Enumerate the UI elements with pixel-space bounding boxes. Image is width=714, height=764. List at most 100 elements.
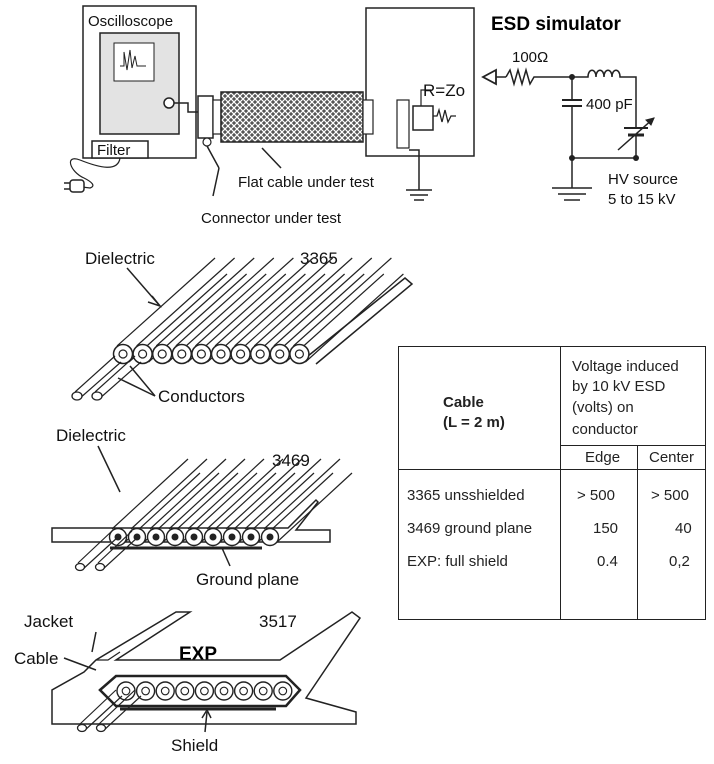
wire-conductor-3365 [118, 349, 128, 359]
wire-line-3365 [175, 257, 275, 347]
flat-cable [220, 91, 364, 143]
wire-line-3469 [244, 458, 322, 530]
wire-conductor-3365 [157, 349, 167, 359]
conductors-label: Conductors [158, 387, 245, 406]
voltage-header-line3: (volts) on [572, 399, 634, 416]
hv-source-icon [617, 117, 655, 151]
table-row-3-cable: EXP: full shield [407, 553, 508, 570]
wire-conductor-3365 [138, 349, 148, 359]
wire-line-3469 [206, 458, 284, 530]
wire-line-3365 [155, 257, 255, 347]
cable-header-line2: (L = 2 m) [443, 414, 505, 431]
table-row-2-edge: 150 [593, 520, 619, 537]
conductor-3365 [74, 355, 116, 393]
ground-plane-label: Ground plane [196, 570, 299, 589]
esd-simulator-title: ESD simulator [491, 14, 621, 35]
cable-header-line1: Cable [443, 394, 484, 411]
wire-conductor-3517 [200, 686, 209, 696]
hv-source-label: HV source [608, 171, 678, 188]
table-divider-2 [637, 445, 638, 619]
table-row-3-edge: 0.4 [597, 553, 618, 570]
cable-number-3517: 3517 [259, 612, 297, 631]
wire-conductor-3517 [160, 686, 170, 696]
test-setup: Oscilloscope Filter R=Zo [64, 5, 678, 227]
conductor-end-3469 [74, 562, 86, 572]
wire-line-3469 [149, 458, 227, 530]
wire-line-3469 [225, 458, 303, 530]
conductor-end-3365 [91, 391, 103, 401]
wire-conductor-3517 [258, 686, 268, 696]
waveform-icon [120, 49, 146, 71]
dielectric-label-3469: Dielectric [56, 426, 126, 445]
cable-3469-drawing: Dielectric 3469 Ground plane [51, 426, 353, 589]
table-row-1-edge: > 500 [577, 487, 615, 504]
inductor-icon [572, 69, 637, 128]
conductor-3469 [81, 536, 119, 571]
wire-line-3469 [130, 458, 208, 530]
wire-conductor-3365 [294, 349, 304, 359]
dielectric-label-3365: Dielectric [85, 249, 155, 268]
center-header: Center [649, 449, 695, 466]
edge-header: Edge [585, 449, 621, 466]
wire-conductor-3365 [196, 349, 206, 359]
conductor-3365 [78, 361, 122, 400]
wire-line-3469 [263, 458, 341, 530]
capacitor-icon [562, 99, 582, 107]
table-row-1-center: > 500 [651, 487, 689, 504]
power-cord [69, 157, 121, 189]
voltage-header-line1: Voltage induced [572, 358, 679, 375]
conductor-3469 [101, 536, 139, 571]
wire-conductor-3469 [209, 533, 217, 541]
wire-line-3365 [116, 257, 216, 347]
wire-conductor-3365 [236, 349, 246, 359]
hv-range-label: 5 to 15 kV [608, 191, 676, 208]
scope-input-jack [163, 97, 175, 109]
wire-conductor-3469 [228, 533, 236, 541]
connector-right [362, 99, 374, 135]
wire-conductor-3469 [266, 533, 274, 541]
table-row-1-cable: 3365 unsshielded [407, 487, 525, 504]
termination-label: R=Zo [423, 81, 465, 100]
resistor-label: 100Ω [512, 49, 548, 66]
conductor-3365 [98, 361, 142, 400]
wire-conductor-3517 [180, 686, 190, 696]
wire-line-3365 [304, 273, 404, 363]
wire-conductor-3469 [171, 533, 179, 541]
wire-conductor-3517 [239, 686, 248, 696]
wire-line-3365 [136, 257, 236, 347]
wire-line-3365 [194, 257, 294, 347]
table-row-2-cable: 3469 ground plane [407, 520, 533, 537]
wire-line-3365 [292, 257, 392, 347]
conductor-3517 [83, 695, 123, 732]
voltage-header-line4: conductor [572, 421, 638, 438]
wire-line-3365 [253, 257, 353, 347]
conductor-end-3517 [76, 723, 88, 733]
termination-resistor [433, 107, 456, 124]
wire-line-3365 [234, 257, 334, 347]
table-divider-1 [560, 347, 561, 619]
wire-line-3469 [275, 472, 353, 544]
wire-conductor-3469 [190, 533, 198, 541]
conductor-end-3365 [71, 391, 83, 401]
ground-symbol-simulator [552, 187, 592, 201]
wire-conductor-3517 [141, 686, 150, 696]
connector-label: Connector under test [201, 210, 342, 227]
wire-conductor-3365 [255, 349, 265, 359]
oscilloscope-label: Oscilloscope [88, 13, 173, 30]
jacket-label: Jacket [24, 612, 73, 631]
capacitor-label: 400 pF [586, 96, 633, 113]
wire-conductor-3365 [216, 349, 226, 359]
table-row-3-center: 0,2 [669, 553, 690, 570]
cable-3365-drawing: Dielectric 3365 Conductors [71, 249, 414, 406]
wire-line-3365 [214, 257, 314, 347]
discharge-tip-icon [481, 68, 497, 86]
cable-3517-drawing: Jacket Cable 3517 EXP Shield [14, 611, 362, 755]
plug-icon [64, 179, 85, 193]
termination-box [365, 7, 475, 157]
cable-number-3365: 3365 [300, 249, 338, 268]
ground-symbol-termination [406, 189, 432, 201]
connector-left [197, 95, 214, 139]
wire-conductor-3517 [219, 686, 229, 696]
esd-results-table: Cable (L = 2 m) Voltage induced by 10 kV… [398, 346, 706, 620]
